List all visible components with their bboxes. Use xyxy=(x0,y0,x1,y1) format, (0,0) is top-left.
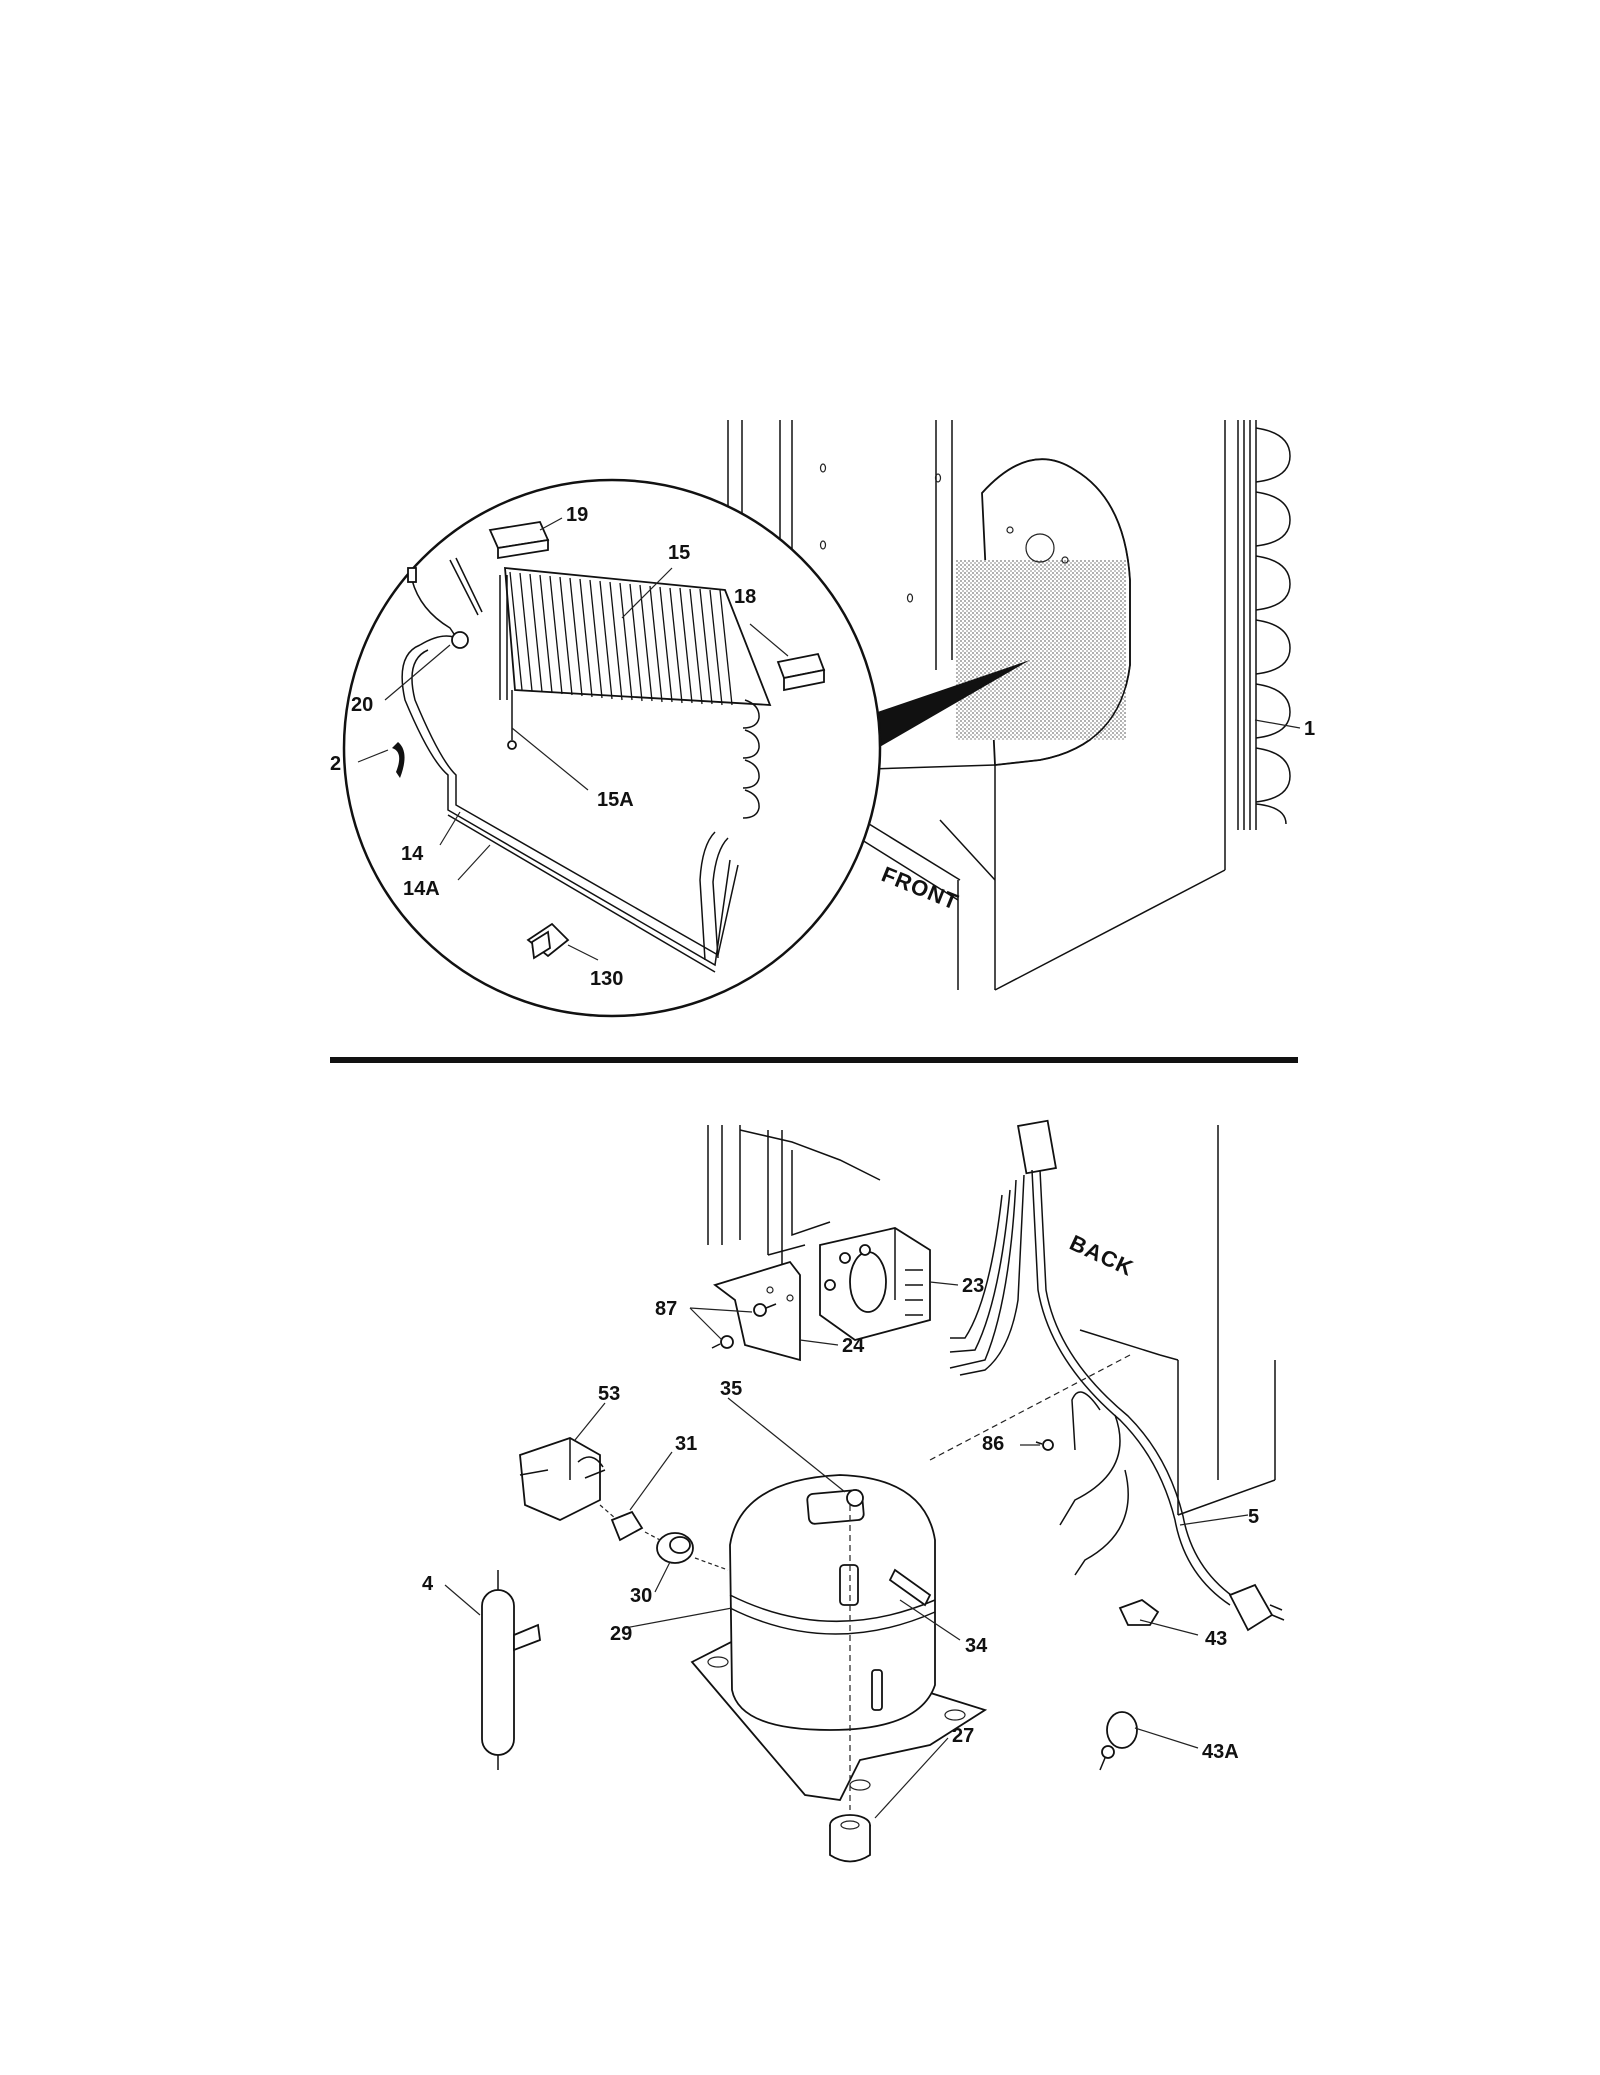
callout-1: 1 xyxy=(1304,718,1315,740)
top-section: 19 15 18 20 2 15A 14 14A 130 1 FRONT xyxy=(330,420,1315,1018)
callout-14: 14 xyxy=(401,843,424,865)
bottom-section: 23 87 24 53 35 31 86 5 4 30 29 34 43 27 … xyxy=(422,1119,1285,1863)
callout-130: 130 xyxy=(590,968,623,990)
cabinet-back xyxy=(707,1125,1276,1516)
screw-86 xyxy=(1035,1439,1054,1451)
callout-27: 27 xyxy=(952,1725,974,1747)
drain-clip-2 xyxy=(392,742,405,778)
callout-4: 4 xyxy=(422,1573,434,1595)
filter-drier xyxy=(481,1570,541,1770)
wiring-harness xyxy=(949,1119,1285,1632)
callout-18: 18 xyxy=(734,586,756,608)
grommet-27 xyxy=(829,1814,871,1863)
insulation-block-18 xyxy=(776,652,826,692)
insulation-block-19 xyxy=(488,521,550,560)
callout-14a: 14A xyxy=(403,878,440,900)
callout-2: 2 xyxy=(330,753,341,775)
section-divider xyxy=(330,1057,1298,1063)
callout-30: 30 xyxy=(630,1585,652,1607)
callout-86: 86 xyxy=(982,1433,1004,1455)
callout-29: 29 xyxy=(610,1623,632,1645)
leader-lines-top xyxy=(357,517,1301,961)
detail-circle xyxy=(342,478,882,1018)
back-label: BACK xyxy=(1066,1230,1138,1281)
front-label: FRONT xyxy=(878,861,962,914)
evaporator-coil xyxy=(499,566,772,819)
callout-23: 23 xyxy=(962,1275,984,1297)
drain-tubes xyxy=(401,635,739,973)
screw-87 xyxy=(711,1303,777,1349)
connector-31 xyxy=(599,1504,644,1542)
callout-24: 24 xyxy=(842,1335,865,1357)
clamp-43a xyxy=(1099,1711,1138,1771)
callout-15a: 15A xyxy=(597,789,634,811)
compressor xyxy=(690,1474,988,1810)
callout-53: 53 xyxy=(598,1383,620,1405)
refrigerator-cabinet xyxy=(727,420,1226,991)
callout-43: 43 xyxy=(1205,1628,1227,1650)
defrost-timer xyxy=(819,1227,931,1341)
relay-53 xyxy=(519,1437,606,1521)
clip-43 xyxy=(1118,1598,1160,1626)
callout-20: 20 xyxy=(351,694,373,716)
callout-35: 35 xyxy=(720,1378,742,1400)
callout-43a: 43A xyxy=(1202,1741,1239,1763)
leader-lines-bottom xyxy=(444,1281,1249,1819)
callout-5: 5 xyxy=(1248,1506,1259,1528)
callout-19: 19 xyxy=(566,504,588,526)
screw-130 xyxy=(526,922,570,960)
overload-30 xyxy=(644,1531,729,1571)
callout-15: 15 xyxy=(668,542,690,564)
callout-87: 87 xyxy=(655,1298,677,1320)
callout-31: 31 xyxy=(675,1433,697,1455)
callout-34: 34 xyxy=(965,1635,988,1657)
condenser-coil xyxy=(1237,420,1291,830)
defrost-thermostat xyxy=(407,557,483,649)
